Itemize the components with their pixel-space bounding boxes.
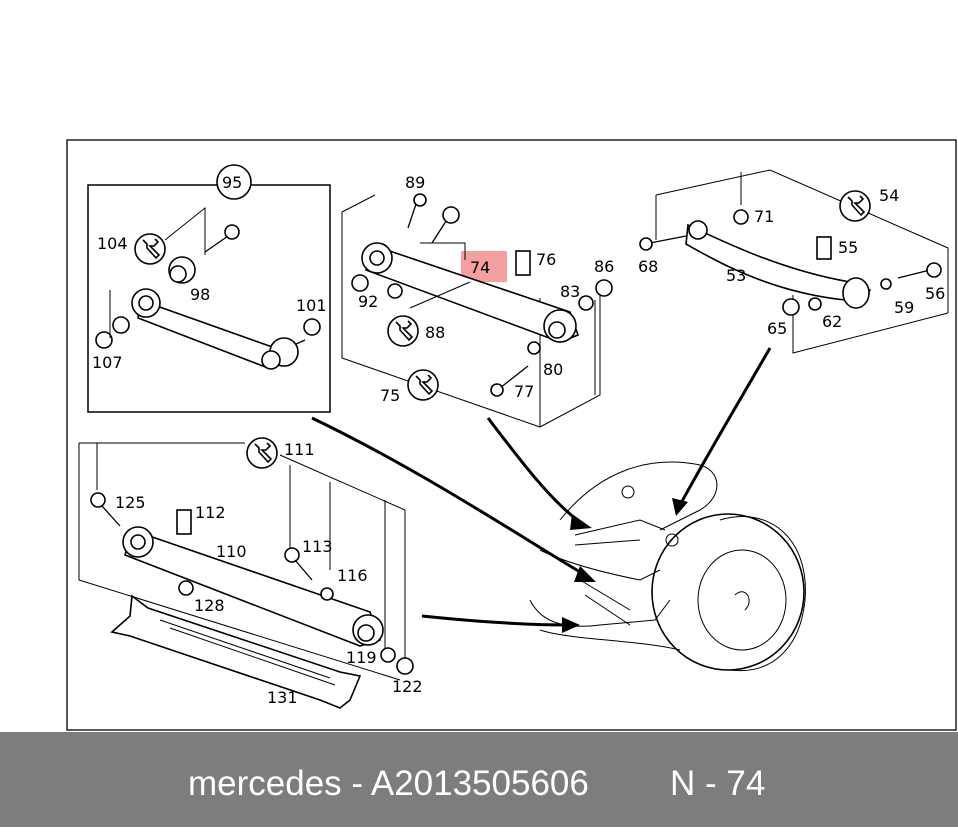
highlight-74 [461, 251, 507, 282]
parts-diagram: 95 104 98 101 107 74 89 [66, 139, 957, 731]
callout-53: 53 [726, 266, 746, 285]
callout-80: 80 [543, 360, 563, 379]
callout-122: 122 [392, 677, 423, 696]
wrench-icon [387, 315, 419, 347]
callout-110: 110 [216, 542, 247, 561]
callout-111: 111 [284, 440, 315, 459]
suspension-assembly [529, 461, 806, 672]
callout-83: 83 [560, 282, 580, 301]
callout-74: 74 [470, 258, 490, 277]
callout-113: 113 [302, 537, 333, 556]
callout-116: 116 [337, 566, 368, 585]
callout-89: 89 [405, 173, 425, 192]
callout-68: 68 [638, 257, 658, 276]
callout-125: 125 [115, 493, 146, 512]
callout-65: 65 [767, 319, 787, 338]
group-95: 95 104 98 101 107 [87, 164, 331, 413]
callout-92: 92 [358, 292, 378, 311]
wrench-icon [134, 233, 166, 265]
footer-bar: mercedes - A2013505606 N - 74 [0, 732, 958, 827]
callout-56: 56 [925, 284, 945, 303]
pointer-arrows [311, 347, 772, 633]
callout-104: 104 [97, 234, 128, 253]
callout-55: 55 [838, 238, 858, 257]
callout-98: 98 [190, 285, 210, 304]
group-110: 111 125 112 110 113 116 128 119 122 131 [78, 437, 423, 709]
callout-71: 71 [754, 207, 774, 226]
callout-112: 112 [195, 503, 226, 522]
callout-54: 54 [879, 186, 899, 205]
callout-75: 75 [380, 386, 400, 405]
callout-131: 131 [267, 688, 298, 707]
item-number-text: N - 74 [670, 764, 766, 803]
callout-88: 88 [425, 323, 445, 342]
callout-107: 107 [92, 353, 123, 372]
diagram-frame [66, 139, 957, 731]
callout-62: 62 [822, 312, 842, 331]
callout-128: 128 [194, 596, 225, 615]
group-74: 74 89 76 86 83 92 88 80 77 75 [341, 173, 614, 428]
wrench-icon [407, 369, 439, 401]
callout-77: 77 [514, 382, 534, 401]
group-53: 54 71 68 53 55 56 59 62 65 [638, 169, 949, 354]
callout-59: 59 [894, 298, 914, 317]
wrench-icon [246, 437, 278, 469]
callout-101: 101 [296, 296, 327, 315]
part-number-text: mercedes - A2013505606 [188, 764, 589, 803]
callout-95: 95 [222, 173, 242, 192]
wrench-icon [839, 190, 871, 222]
callout-86: 86 [594, 257, 614, 276]
callout-119: 119 [346, 648, 377, 667]
callout-76: 76 [536, 250, 556, 269]
